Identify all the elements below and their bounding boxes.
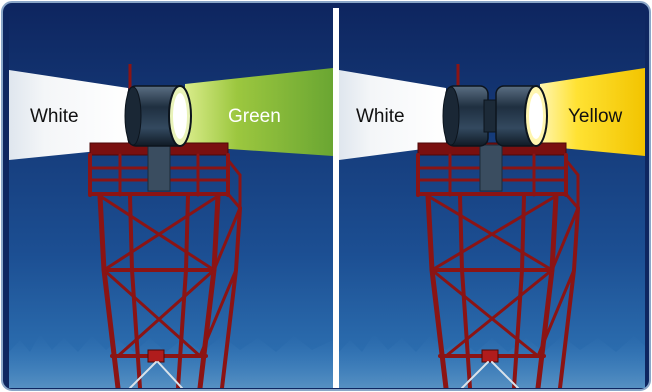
panel-white-green: White Green	[9, 8, 333, 388]
panel-white-yellow: White Yellow	[339, 8, 645, 388]
beacon-lamp	[442, 85, 548, 147]
right-beam-label: Yellow	[568, 106, 623, 127]
tower	[88, 142, 242, 388]
white-beam	[9, 70, 128, 160]
yellow-beam	[540, 68, 645, 156]
left-beam-label: White	[356, 106, 405, 127]
white-beam	[339, 70, 446, 160]
right-beam-label: Green	[228, 106, 281, 127]
beacon-lamp	[124, 85, 192, 147]
panel-divider	[333, 8, 339, 388]
treeline	[9, 334, 333, 388]
sky-background	[9, 8, 333, 388]
sky-background	[339, 8, 645, 388]
green-beam	[185, 68, 333, 156]
left-beam-label: White	[30, 106, 79, 127]
